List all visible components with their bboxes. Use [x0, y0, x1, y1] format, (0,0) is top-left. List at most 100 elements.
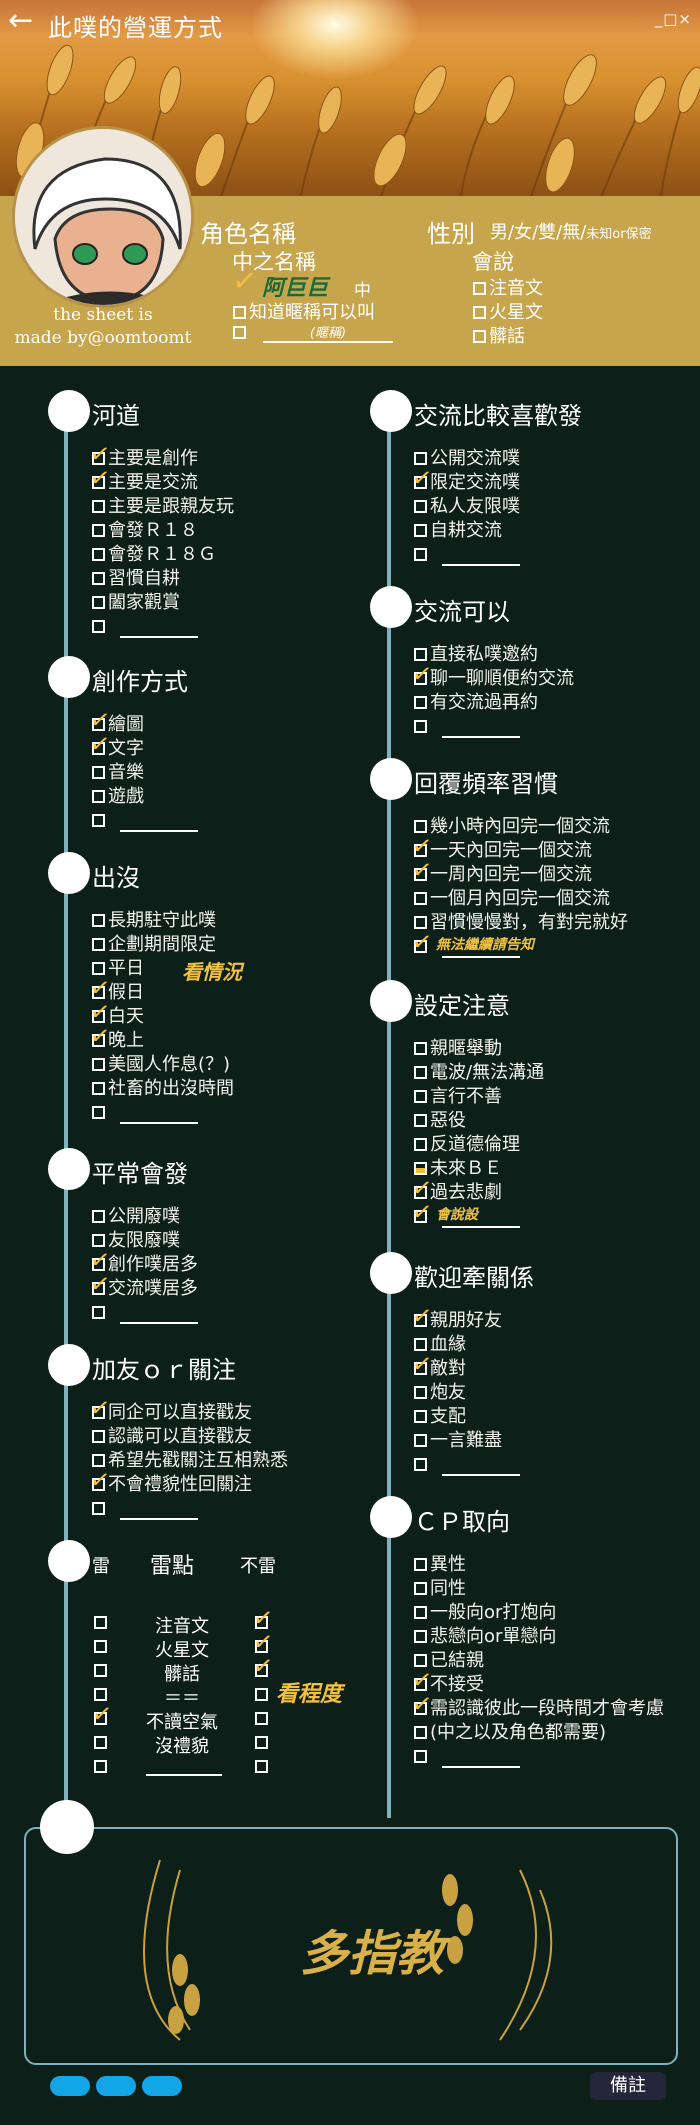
checkbox-icon[interactable] — [414, 1186, 427, 1199]
checkbox-icon[interactable] — [414, 1750, 427, 1763]
mine-checkbox[interactable] — [94, 1616, 107, 1629]
checkbox-icon[interactable] — [92, 1210, 105, 1223]
checklist-item[interactable]: 同性 — [414, 1578, 466, 1600]
checklist-item[interactable]: 親朋好友 — [414, 1310, 502, 1332]
checklist-item[interactable]: 長期駐守此噗 — [92, 910, 216, 932]
checklist-item[interactable] — [414, 544, 520, 566]
checkbox-icon[interactable] — [92, 1306, 105, 1319]
checkbox-icon[interactable] — [414, 1138, 427, 1151]
checkbox-icon[interactable] — [92, 790, 105, 803]
checkbox-icon[interactable] — [414, 844, 427, 857]
blank-line[interactable] — [442, 548, 520, 566]
checklist-item[interactable]: 一天內回完一個交流 — [414, 840, 592, 862]
checkbox-icon[interactable] — [92, 742, 105, 755]
blank-line[interactable] — [120, 1106, 198, 1124]
checklist-item[interactable]: 希望先戳關注互相熟悉 — [92, 1450, 288, 1472]
checkbox-icon[interactable] — [414, 1338, 427, 1351]
checklist-item[interactable]: 直接私噗邀約 — [414, 644, 538, 666]
not-mine-checkbox[interactable] — [255, 1616, 268, 1629]
checkbox-icon[interactable] — [414, 548, 427, 561]
checkbox-icon[interactable] — [92, 938, 105, 951]
mine-checkbox[interactable] — [94, 1688, 107, 1701]
not-mine-checkbox[interactable] — [255, 1712, 268, 1725]
checklist-item[interactable] — [414, 1746, 520, 1768]
checkbox-icon[interactable] — [92, 500, 105, 513]
checklist-item[interactable]: 闔家觀賞 — [92, 592, 180, 614]
checkbox-icon[interactable] — [92, 986, 105, 999]
checklist-item[interactable]: 公開廢噗 — [92, 1206, 180, 1228]
checklist-item[interactable] — [92, 810, 198, 832]
language-option-1[interactable]: 注音文 — [473, 274, 543, 300]
checkbox-icon[interactable] — [92, 1430, 105, 1443]
checklist-item[interactable]: 不會禮貌性回關注 — [92, 1474, 252, 1496]
checklist-item[interactable]: 異性 — [414, 1554, 466, 1576]
checklist-item[interactable]: 交流噗居多 — [92, 1278, 198, 1300]
checklist-item[interactable]: 悲戀向or單戀向 — [414, 1626, 556, 1648]
checkbox-icon[interactable] — [92, 1282, 105, 1295]
blank-line[interactable] — [442, 1458, 520, 1476]
checkbox-icon[interactable] — [414, 1042, 427, 1055]
checkbox-icon[interactable] — [92, 962, 105, 975]
checkbox-icon[interactable] — [92, 1234, 105, 1247]
window-controls[interactable]: _□× — [654, 10, 692, 28]
checkbox-icon[interactable] — [414, 1162, 427, 1175]
checkbox-icon[interactable] — [92, 1502, 105, 1515]
checkbox-icon[interactable] — [414, 1458, 427, 1471]
checkbox-icon[interactable] — [414, 524, 427, 537]
language-option-3[interactable]: 髒話 — [473, 322, 525, 348]
checkbox-icon[interactable] — [233, 326, 246, 339]
page-pill-3[interactable] — [142, 2076, 182, 2096]
not-mine-checkbox[interactable] — [255, 1664, 268, 1677]
checklist-item[interactable]: 血緣 — [414, 1334, 466, 1356]
checklist-item[interactable]: 限定交流噗 — [414, 472, 520, 494]
checkbox-icon[interactable] — [473, 330, 486, 343]
blank-line[interactable] — [442, 1750, 520, 1768]
checklist-item[interactable]: 社畜的出沒時間 — [92, 1078, 234, 1100]
checklist-item[interactable]: 敵對 — [414, 1358, 466, 1380]
nickname-value[interactable]: 阿巨巨 — [262, 270, 328, 302]
back-arrow-icon[interactable]: ← — [8, 3, 34, 38]
checkbox-icon[interactable] — [92, 1082, 105, 1095]
checklist-item[interactable]: 有交流過再約 — [414, 692, 538, 714]
checklist-item[interactable]: 支配 — [414, 1406, 466, 1428]
mine-checkbox[interactable] — [94, 1664, 107, 1677]
nickname-option-3[interactable]: (暱稱) — [233, 322, 393, 343]
checkbox-icon[interactable] — [92, 452, 105, 465]
page-pill-1[interactable] — [50, 2076, 90, 2096]
checklist-item[interactable]: 主要是跟親友玩 — [92, 496, 234, 518]
checkbox-icon[interactable] — [414, 1434, 427, 1447]
checklist-item[interactable]: 白天 — [92, 1006, 144, 1028]
blank-line[interactable] — [442, 1210, 520, 1228]
checkbox-icon[interactable] — [414, 1678, 427, 1691]
blank-line[interactable] — [146, 1756, 222, 1776]
checkbox-icon[interactable] — [92, 718, 105, 731]
checklist-item[interactable]: 親暱舉動 — [414, 1038, 502, 1060]
checklist-item[interactable]: 私人友限噗 — [414, 496, 520, 518]
checkbox-icon[interactable] — [414, 940, 427, 953]
checkbox-icon[interactable] — [92, 1106, 105, 1119]
checklist-item[interactable]: 一般向or打炮向 — [414, 1602, 556, 1624]
blank-line[interactable] — [120, 1502, 198, 1520]
checklist-item[interactable]: 聊一聊順便約交流 — [414, 668, 574, 690]
checkbox-icon[interactable] — [414, 1210, 427, 1223]
checkbox-icon[interactable] — [414, 476, 427, 489]
checkbox-icon[interactable] — [92, 476, 105, 489]
mine-checkbox[interactable] — [94, 1760, 107, 1773]
checkbox-icon[interactable] — [414, 1702, 427, 1715]
checklist-item[interactable]: 主要是創作 — [92, 448, 198, 470]
checklist-item[interactable]: 言行不善 — [414, 1086, 502, 1108]
checkbox-icon[interactable] — [233, 306, 246, 319]
mine-checkbox[interactable] — [94, 1712, 107, 1725]
checklist-item[interactable]: 惡役 — [414, 1110, 466, 1132]
checklist-item[interactable]: 電波/無法溝通 — [414, 1062, 544, 1084]
checkbox-icon[interactable] — [414, 1314, 427, 1327]
mine-checkbox[interactable] — [94, 1736, 107, 1749]
checkbox-icon[interactable] — [414, 1558, 427, 1571]
checkbox-icon[interactable] — [92, 524, 105, 537]
checklist-item[interactable]: 幾小時內回完一個交流 — [414, 816, 610, 838]
blank-line[interactable] — [442, 940, 520, 958]
blank-line[interactable] — [120, 814, 198, 832]
checkbox-icon[interactable] — [92, 1034, 105, 1047]
checklist-item[interactable]: 過去悲劇 — [414, 1182, 502, 1204]
checkbox-icon[interactable] — [414, 1362, 427, 1375]
